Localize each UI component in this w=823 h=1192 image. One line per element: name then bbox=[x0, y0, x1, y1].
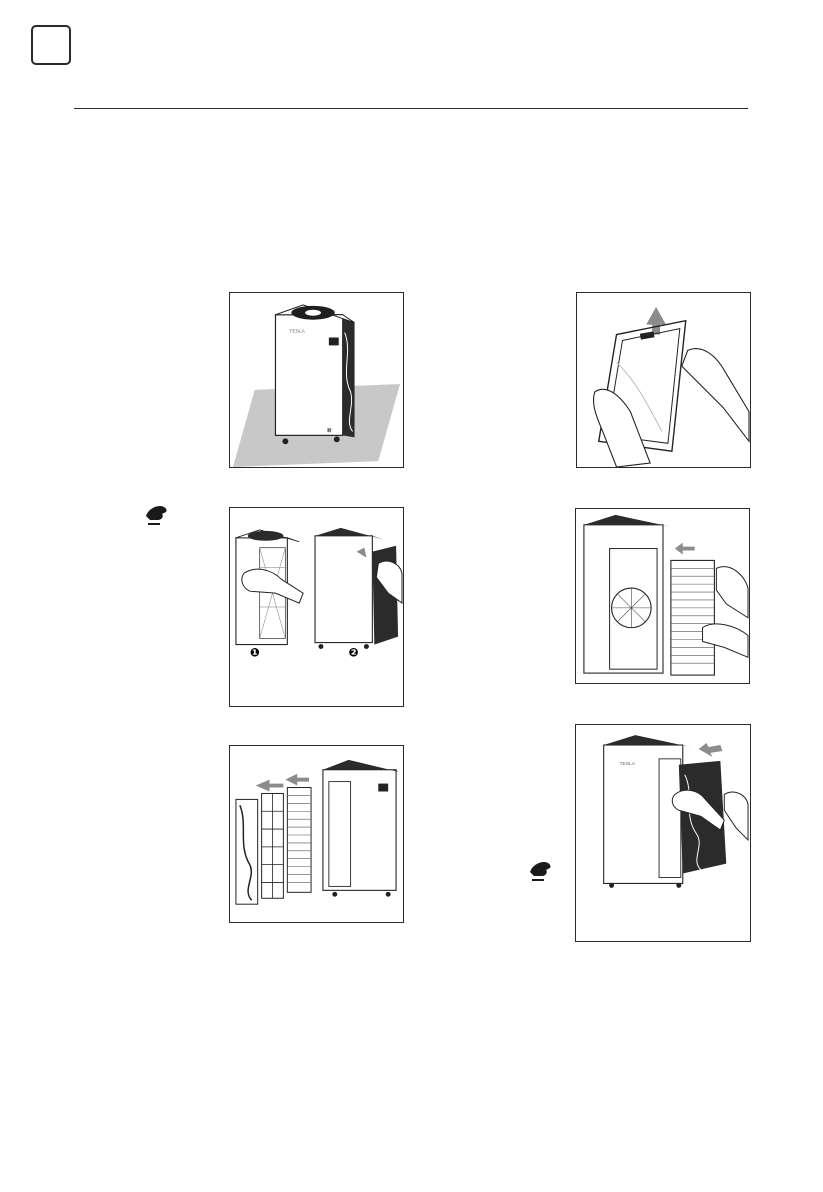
illustration-step-6: TESLA bbox=[575, 724, 751, 942]
hand-push-icon bbox=[526, 858, 554, 884]
illustration-step-5 bbox=[575, 508, 750, 684]
illustration-step-4 bbox=[576, 292, 751, 468]
svg-text:▦: ▦ bbox=[327, 427, 332, 433]
header-rule bbox=[74, 108, 748, 109]
svg-text:TESLA: TESLA bbox=[620, 761, 636, 767]
language-tab-box bbox=[31, 25, 71, 65]
illustration-step-2: ❶ ❷ bbox=[229, 507, 404, 707]
illustration-step-3 bbox=[229, 745, 404, 923]
hand-push-icon bbox=[142, 502, 170, 528]
svg-text:TESLA: TESLA bbox=[289, 329, 305, 335]
step-marker-one: ❶ bbox=[250, 645, 260, 659]
step-marker-two: ❷ bbox=[349, 645, 359, 659]
illustration-step-1: TESLA ▦ bbox=[229, 292, 404, 468]
